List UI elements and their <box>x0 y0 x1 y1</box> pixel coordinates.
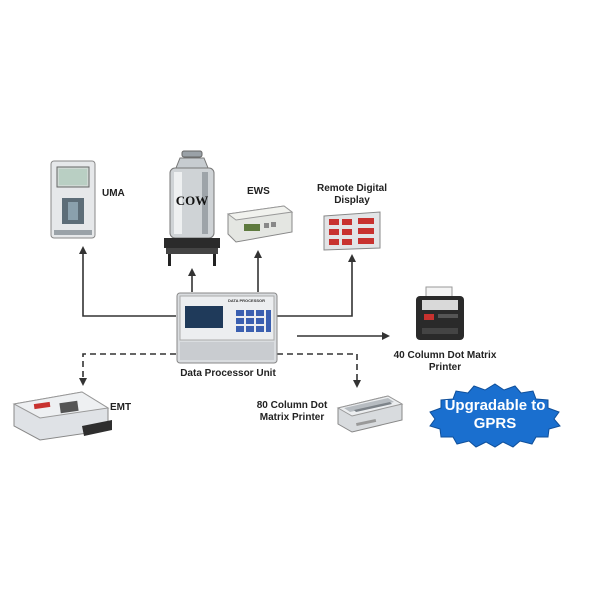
milk-analyzer-icon <box>50 160 96 239</box>
printer40-label: 40 Column Dot Matrix Printer <box>393 350 497 373</box>
link-dpu-printer80 <box>277 353 361 388</box>
electronic-milk-tester-icon <box>12 391 112 441</box>
dpu-panel-label: DATA PROCESSOR <box>228 298 266 303</box>
printer80-device <box>334 392 406 436</box>
weighing-scale-icon <box>226 205 294 243</box>
ews-label: EWS <box>247 186 270 197</box>
remote-display-device <box>322 210 382 252</box>
link-dpu-uma <box>79 246 176 317</box>
remote-display-label: Remote Digital Display <box>316 183 387 206</box>
data-processor-icon <box>176 292 278 364</box>
milk-can-on-scale-icon <box>164 150 220 266</box>
printer80-label: 80 Column Dot Matrix Printer <box>256 400 328 423</box>
uma-device <box>50 160 96 240</box>
receipt-printer-icon <box>416 286 464 340</box>
cow-device <box>162 150 222 268</box>
link-dpu-remote-display <box>277 254 356 317</box>
link-dpu-emt <box>79 353 176 386</box>
badge-burst-shape <box>429 383 561 448</box>
dpu-label: Data Processor Unit <box>180 368 276 379</box>
badge-line1: Upgradable to <box>444 397 546 414</box>
data-processor-device <box>176 292 278 364</box>
emt-device <box>12 390 114 442</box>
uma-label: UMA <box>102 188 125 199</box>
gprs-badge-burst <box>429 383 561 448</box>
printer40-device <box>414 286 466 342</box>
led-display-board-icon <box>323 211 381 251</box>
gprs-badge: Upgradable to GPRS <box>428 397 562 433</box>
cow-label: COW <box>175 193 209 208</box>
emt-label: EMT <box>110 402 132 413</box>
ews-device <box>224 202 294 244</box>
badge-line2: GPRS <box>473 415 517 432</box>
dot-matrix-printer-icon <box>336 395 404 433</box>
